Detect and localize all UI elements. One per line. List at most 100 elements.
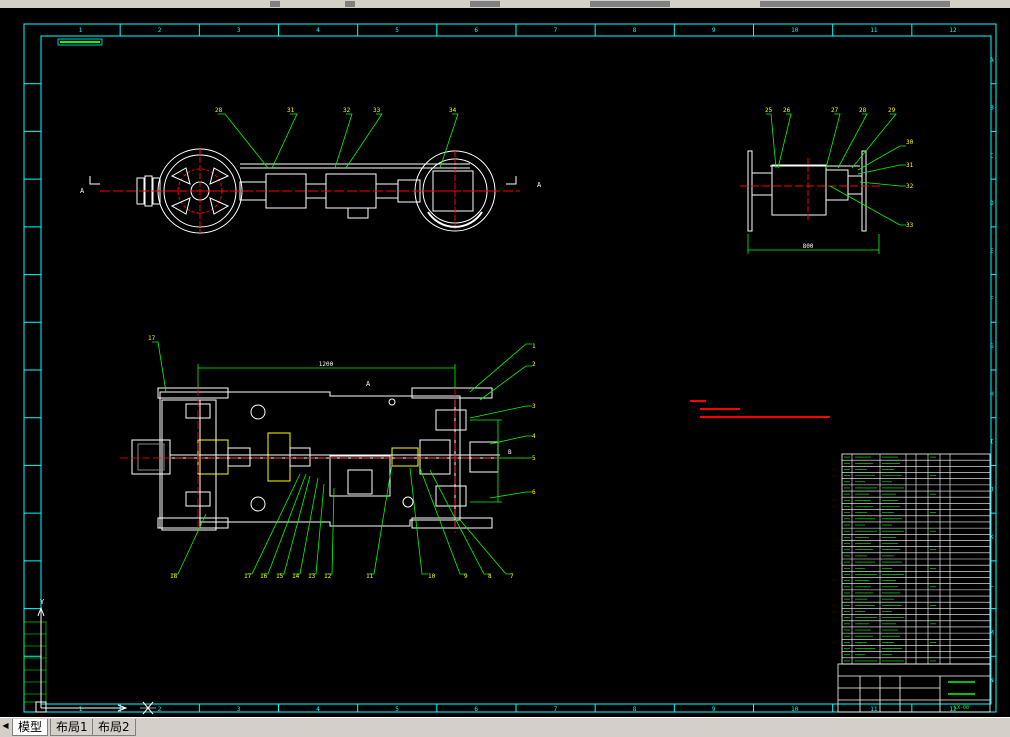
frame-number-top: 4: [316, 27, 320, 34]
properties-dropdown[interactable]: [760, 1, 950, 7]
drawing-frame: [23, 23, 997, 713]
plan-dimension: [197, 364, 502, 503]
frame-number-top: 7: [554, 27, 558, 34]
frame-letter: G: [990, 343, 994, 350]
frame-letter: J: [990, 486, 994, 493]
callout-number: 18: [170, 573, 178, 580]
plan-marker-b: B: [508, 449, 512, 456]
callout-number: 32: [343, 107, 351, 114]
layer-dropdown[interactable]: [590, 1, 670, 7]
section-label-left: A: [80, 187, 85, 195]
plan-view: [131, 387, 500, 531]
first-tab-icon[interactable]: ◀: [2, 721, 9, 730]
frame-number-top: 6: [474, 27, 478, 34]
callout-number: 34: [449, 107, 457, 114]
callout-number: 1: [532, 343, 536, 350]
callout-number: 28: [215, 107, 223, 114]
frame-number-bottom: 6: [474, 706, 478, 713]
callout-number: 30: [906, 139, 914, 146]
callout-number: 8: [488, 573, 492, 580]
parts-list-table: [841, 453, 991, 665]
toolbar-button[interactable]: [345, 1, 355, 7]
callout-number: 16: [260, 573, 268, 580]
frame-letter: F: [990, 295, 994, 302]
frame-number-top: 1: [79, 27, 83, 34]
callout-number: 33: [906, 222, 914, 229]
frame-letter: L: [990, 582, 994, 589]
toolbar-button[interactable]: [270, 1, 280, 7]
frame-number-top: 10: [791, 27, 799, 34]
frame-letter: I: [990, 439, 994, 446]
plan-leaders: [152, 341, 532, 575]
frame-letter: E: [990, 248, 994, 255]
ucs-icon[interactable]: [35, 606, 154, 715]
plan-dimension-text: 1200: [319, 361, 334, 368]
frame-number-top: 12: [949, 27, 957, 34]
frame-number-top: 8: [633, 27, 637, 34]
callout-number: 11: [366, 573, 374, 580]
callout-number: 31: [906, 162, 914, 169]
frame-letter: D: [990, 200, 994, 207]
callout-number: 6: [532, 489, 536, 496]
callout-number: 4: [532, 433, 536, 440]
technical-notes: [690, 400, 830, 418]
callout-number: 28: [859, 107, 867, 114]
frame-number-bottom: 8: [633, 706, 637, 713]
section-label-right: A: [537, 181, 542, 189]
side-dimension-text: 800: [803, 243, 814, 250]
frame-number-bottom: 5: [395, 706, 399, 713]
frame-number-bottom: 1: [79, 706, 83, 713]
frame-letter: M: [990, 629, 994, 636]
callout-number: 25: [765, 107, 773, 114]
ucs-y-label: Y: [40, 598, 45, 606]
side-view-leaders: [766, 113, 906, 226]
frame-number-bottom: 7: [554, 706, 558, 713]
callout-number: 9: [464, 573, 468, 580]
frame-letter: A: [990, 57, 994, 64]
side-elevation-view: [740, 150, 880, 232]
frame-number-top: 2: [158, 27, 162, 34]
title-block-text: [948, 681, 975, 695]
toolbar-button[interactable]: [470, 1, 500, 7]
callout-number: 12: [324, 573, 332, 580]
tab-layout-2[interactable]: 布局2: [92, 719, 136, 736]
callout-number: 17: [148, 335, 156, 342]
frame-number-bottom: 3: [237, 706, 241, 713]
callout-number: 17: [244, 573, 252, 580]
callout-number: 7: [510, 573, 514, 580]
frame-letter: C: [990, 152, 994, 159]
frame-number-bottom: 2: [158, 706, 162, 713]
callout-number: 26: [783, 107, 791, 114]
frame-number-bottom: 9: [712, 706, 716, 713]
title-block: [837, 663, 991, 713]
callout-number: 31: [287, 107, 295, 114]
parts-table-text: [844, 456, 936, 662]
drawing-number: LX-00: [954, 705, 969, 711]
tab-layout-1[interactable]: 布局1: [50, 719, 94, 736]
tab-model[interactable]: 模型: [12, 719, 49, 736]
frame-letter: B: [990, 105, 994, 112]
callout-number: 3: [532, 403, 536, 410]
callout-number: 15: [276, 573, 284, 580]
side-view-dimension: [747, 234, 880, 254]
frame-number-top: 3: [237, 27, 241, 34]
plan-section-label: A: [366, 380, 371, 388]
section-marker: [89, 176, 517, 185]
frame-number-top: 5: [395, 27, 399, 34]
callout-number: 2: [532, 361, 536, 368]
frame-number-bottom: 12: [949, 706, 957, 713]
frame-letter: K: [990, 534, 994, 541]
plan-centerlines: [120, 388, 530, 533]
frame-grid-marks: [24, 24, 996, 712]
callout-number: 29: [888, 107, 896, 114]
frame-letter: H: [990, 391, 994, 398]
